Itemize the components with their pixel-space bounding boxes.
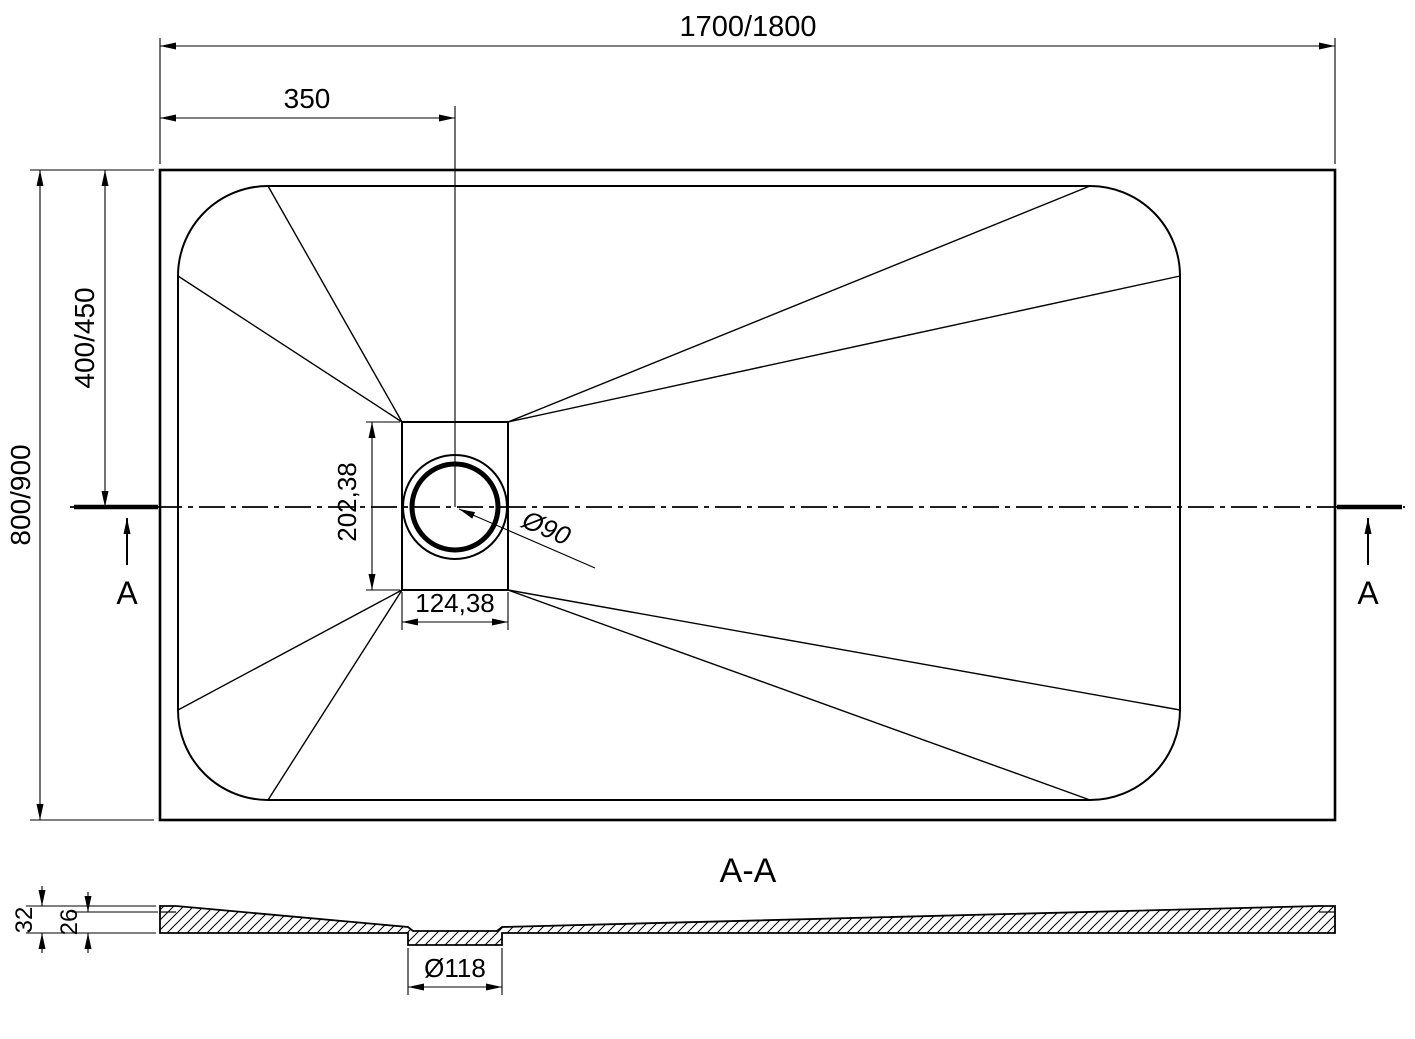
dim-overall-width: 1700/1800 xyxy=(159,11,1336,164)
dim-total-thickness: 32 xyxy=(11,886,156,953)
dim-drain-offset-x-label: 350 xyxy=(284,83,331,114)
slope-line-tl-a xyxy=(267,185,403,423)
basin-rounded-edge xyxy=(177,185,1181,801)
slope-line-br-a xyxy=(507,589,1091,801)
dim-drain-plate-height-label: 202,38 xyxy=(332,462,362,542)
dim-drain-plate-height: 202,38 xyxy=(332,421,400,591)
dim-base-thickness: 26 xyxy=(56,892,158,953)
dim-drain-hole: Ø118 xyxy=(407,948,503,995)
dim-drain-plate-width: 124,38 xyxy=(401,588,509,630)
slope-lines xyxy=(177,185,1181,801)
leader-line xyxy=(458,508,596,569)
tray-outer-outline xyxy=(158,168,1337,822)
slope-line-bl-b xyxy=(177,589,403,711)
dim-drain-offset-x: 350 xyxy=(160,83,456,507)
dim-drain-plate-width-label: 124,38 xyxy=(415,588,495,618)
section-body xyxy=(159,905,1336,946)
top-view: A A xyxy=(70,168,1405,822)
slope-line-tl-b xyxy=(177,275,403,423)
dim-total-thickness-label: 32 xyxy=(11,907,38,934)
dim-drain-hole-label: Ø118 xyxy=(424,953,486,983)
section-marker-left-label: A xyxy=(116,575,138,611)
slope-line-br-b xyxy=(507,589,1181,711)
slope-line-tr-a xyxy=(507,185,1091,423)
slope-line-tr-b xyxy=(507,275,1181,423)
top-view-dimensions: 1700/1800 350 800/900 400/450 202,38 xyxy=(5,11,1336,821)
dim-drain-offset-y-label: 400/450 xyxy=(69,287,100,388)
dim-overall-depth-label: 800/900 xyxy=(5,444,36,545)
dim-drain-diameter: Ø90 xyxy=(458,504,596,569)
slope-line-bl-a xyxy=(267,589,403,801)
section-view-title: A-A xyxy=(720,852,777,890)
section-marker-left: A xyxy=(116,518,138,611)
section-marker-right: A xyxy=(1357,518,1379,611)
dim-overall-width-label: 1700/1800 xyxy=(679,11,816,43)
dim-drain-offset-y: 400/450 xyxy=(69,170,109,507)
dim-overall-depth: 800/900 xyxy=(5,169,154,821)
dim-drain-diameter-label: Ø90 xyxy=(517,504,575,551)
section-marker-right-label: A xyxy=(1357,575,1379,611)
section-view: A-A 32 26 Ø118 xyxy=(11,852,1336,995)
dim-base-thickness-label: 26 xyxy=(56,909,83,936)
